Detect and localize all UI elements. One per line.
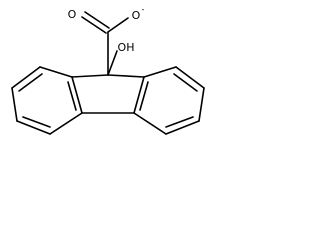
left-ring-bond-2 — [11, 66, 41, 89]
carboxylate-group: O O - — [68, 5, 145, 76]
right-ring-bond-1 — [143, 66, 177, 78]
carbonyl-oxygen-label: O — [68, 8, 77, 21]
bond-c9-c9a — [71, 74, 109, 78]
right-ring-bond-6 — [133, 76, 145, 114]
left-ring-bond-3 — [11, 87, 18, 122]
right-ring-bond-2 — [175, 66, 205, 89]
right-ring-bond-3 — [198, 87, 205, 122]
bond-carbonyl-double-a — [81, 16, 107, 34]
left-ring-bond-4 — [16, 120, 51, 135]
bond-carbonyl-double-b — [84, 11, 110, 29]
right-ring-inner-double-2 — [165, 116, 194, 128]
five-membered-ring — [71, 74, 145, 114]
carboxylate-charge-label: - — [142, 5, 145, 14]
bond-c9-hydroxyl — [107, 50, 118, 76]
bond-c9-c8a — [107, 74, 145, 78]
left-ring-bond-5 — [49, 112, 83, 135]
right-ring-inner-double-1 — [173, 73, 198, 92]
hydroxyl-label: OH — [118, 41, 135, 54]
left-ring-bond-1 — [39, 66, 73, 78]
carboxylate-oxygen-label: O — [132, 9, 141, 22]
right-ring-inner-double-3 — [139, 81, 149, 111]
left-ring-bond-6 — [71, 76, 83, 114]
left-ring-inner-double-2 — [22, 116, 51, 128]
right-ring-bond-5 — [133, 112, 167, 135]
bond-carboxylate-single — [107, 17, 129, 33]
hydroxyl-group: OH — [107, 41, 135, 76]
fluorenol-carboxylate-structure: O O - OH — [11, 5, 205, 135]
left-ring-inner-double-3 — [67, 81, 77, 111]
left-benzene-ring — [11, 66, 83, 135]
right-benzene-ring — [133, 66, 205, 135]
left-ring-inner-double-1 — [18, 73, 43, 92]
right-ring-bond-4 — [165, 120, 200, 135]
